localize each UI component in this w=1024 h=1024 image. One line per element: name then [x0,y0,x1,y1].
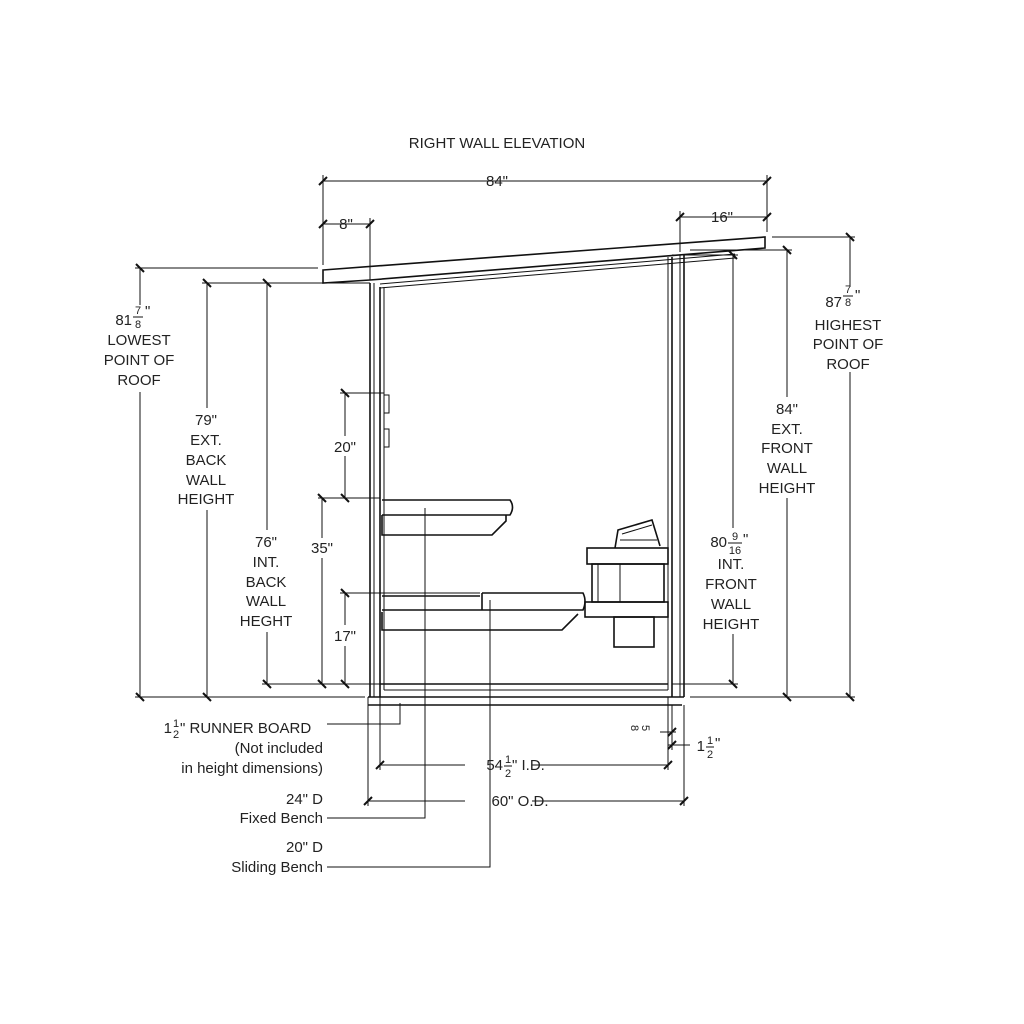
roof [322,236,766,284]
denominator: 8 [845,297,851,309]
front-overhang-label: 16" [711,209,733,226]
upper-bench [381,499,514,536]
numerator: 7 [135,305,141,317]
numerator: 1 [505,754,511,766]
int-back-wall-label: 76" INT. BACK WALL HEGHT [240,534,293,630]
numerator: 7 [845,284,851,296]
unit: " [743,531,748,548]
numerator: 9 [732,531,738,543]
runner-board-note: 1 1 2 " RUNNER BOARD (Not included in he… [164,718,323,777]
label-line: HIGHEST [815,317,882,334]
whole: 81 [115,312,132,329]
sauna-heater [584,519,669,648]
dimension-labels: 84" 8" 16" 81 7 8 " LOWEST POINT OF ROOF… [104,173,884,876]
unit: " [715,735,720,752]
denominator: 8 [135,319,141,331]
note-line: 20" D [286,839,323,856]
denominator: 8 [628,725,640,731]
label-line: INT. [253,554,280,571]
int-front-wall-label: 80 9 16 " INT. FRONT WALL HEIGHT [703,531,760,633]
note-line: Fixed Bench [240,810,323,827]
outer-depth-label: 60" O.D. [491,793,548,810]
numerator: 5 [639,725,651,731]
label-line: LOWEST [107,332,170,349]
label-line: WALL [186,472,226,489]
value: 84" [776,401,798,418]
label-line: HEIGHT [178,491,235,508]
note-line: Sliding Bench [231,859,323,876]
ext-front-wall-label: 84" EXT. FRONT WALL HEIGHT [759,401,816,497]
suffix: " I.D. [512,757,545,774]
ext-back-wall-label: 79" EXT. BACK WALL HEIGHT [178,412,235,508]
sliding-bench-note: 20" D Sliding Bench [231,839,323,876]
inner-depth-label: 54 1 2 " I.D. [486,754,545,780]
label-line: HEGHT [240,613,293,630]
value: 76" [255,534,277,551]
label-line: FRONT [761,440,813,457]
upper-bench-height-label: 35" [311,540,333,557]
denominator: 2 [505,768,511,780]
whole: 80 [710,534,727,551]
whole: 1 [164,720,172,737]
note-line: in height dimensions) [181,760,323,777]
hinge-icon [383,394,390,414]
lower-bench [381,592,586,631]
label-line: WALL [711,596,751,613]
label-line: BACK [246,574,287,591]
label-line: POINT OF [813,336,884,353]
label-line: EXT. [190,432,222,449]
label-line: ROOF [826,356,869,373]
label-line: FRONT [705,576,757,593]
note-text: " RUNNER BOARD [180,720,311,737]
whole: 54 [486,757,503,774]
denominator: 16 [729,545,741,557]
label-line: HEIGHT [759,480,816,497]
numerator: 1 [707,735,713,747]
highest-roof-label: 87 7 8 " HIGHEST POINT OF ROOF [813,284,884,373]
hinge-icon [383,428,390,448]
note-line: (Not included [235,740,323,757]
dimension-lines [135,175,855,868]
label-line: POINT OF [104,352,175,369]
numerator: 1 [173,718,179,730]
back-wall [369,283,385,697]
drawing-title: RIGHT WALL ELEVATION [409,135,585,152]
label-line: WALL [767,460,807,477]
whole: 87 [825,294,842,311]
sauna-structure [322,236,766,706]
front-wall [667,255,685,697]
label-line: HEIGHT [703,616,760,633]
unit: " [855,287,860,304]
label-line: WALL [246,593,286,610]
label-line: INT. [718,556,745,573]
value: 79" [195,412,217,429]
wall-thickness-label: 1 1 2 " [697,735,721,761]
label-line: BACK [186,452,227,469]
denominator: 2 [707,749,713,761]
label-line: ROOF [117,372,160,389]
back-overhang-label: 8" [339,216,353,233]
unit: " [145,303,150,320]
lowest-roof-label: 81 7 8 " LOWEST POINT OF ROOF [104,303,175,389]
floor-gap-label: 5 8 [628,725,651,731]
backrest-label: 20" [334,439,356,456]
note-line: 24" D [286,791,323,808]
whole: 1 [697,738,705,755]
lower-bench-height-label: 17" [334,628,356,645]
label-line: EXT. [771,421,803,438]
overall-width-label: 84" [486,173,508,190]
fixed-bench-note: 24" D Fixed Bench [240,791,324,827]
floor [367,683,684,706]
denominator: 2 [173,729,179,741]
